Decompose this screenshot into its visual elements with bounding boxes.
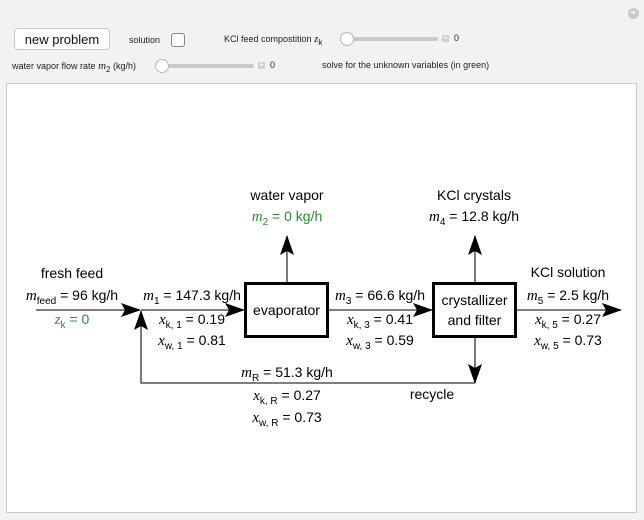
options-plus-icon[interactable]: +: [628, 8, 639, 19]
stream1-xw: xw, 1 = 0.81: [158, 332, 226, 352]
water-vapor-label-text: water vapor flow rate: [12, 61, 96, 71]
stream3-mass: m3 = 66.6 kg/h: [335, 287, 425, 307]
kcl-solution-xk: xk, 5 = 0.27: [535, 311, 601, 331]
sub: 4: [439, 216, 446, 228]
water-vapor-mass: m2 = 0 kg/h: [252, 208, 323, 228]
sym: m: [25, 288, 37, 304]
instruction-text: solve for the unknown variables (in gree…: [322, 60, 490, 70]
val: = 96 kg/h: [56, 287, 119, 303]
sym: z: [54, 312, 61, 328]
crystallizer-label-line2: and filter: [447, 312, 502, 328]
recycle-xk: xk, R = 0.27: [253, 387, 321, 407]
water-vapor-slider-track[interactable]: [161, 64, 254, 68]
sym: x: [534, 333, 541, 349]
val: = 0: [65, 311, 90, 327]
val: = 51.3 kg/h: [259, 364, 333, 380]
kcl-feed-label: KCl feed compostition zk: [224, 33, 322, 47]
val: = 12.8 kg/h: [445, 208, 519, 224]
water-vapor-unit: (kg/h): [112, 61, 136, 71]
recycle-mass: mR = 51.3 kg/h: [241, 364, 333, 384]
sub: feed: [36, 295, 57, 307]
solution-label: solution: [129, 35, 161, 45]
stream1-mass: m1 = 147.3 kg/h: [143, 287, 241, 307]
sub: k, 1: [165, 319, 182, 331]
recycle-xw: xw, R = 0.73: [252, 409, 321, 429]
water-vapor-plus-icon[interactable]: +: [258, 62, 265, 69]
sub: k: [60, 319, 66, 331]
sub: 3: [345, 295, 352, 307]
crystallizer-box: crystallizer and filter: [432, 282, 517, 338]
sub: w, 5: [540, 340, 559, 352]
val: = 0.41: [369, 311, 413, 327]
water-vapor-value: 0: [270, 60, 276, 70]
val: = 66.6 kg/h: [351, 287, 425, 303]
sym: m: [251, 209, 263, 225]
val: = 0 kg/h: [268, 208, 323, 224]
sym: x: [346, 333, 353, 349]
crystallizer-label: crystallizer and filter: [441, 290, 507, 330]
fresh-feed-title: fresh feed: [40, 265, 104, 281]
water-vapor-slider-thumb[interactable]: [155, 59, 169, 73]
kcl-feed-plus-icon[interactable]: +: [442, 35, 449, 42]
sym: m: [429, 209, 440, 225]
val: = 0.27: [557, 311, 601, 327]
water-vapor-symbol: m: [98, 60, 107, 72]
val: = 0.81: [182, 332, 226, 348]
solution-checkbox[interactable]: [171, 33, 185, 47]
evaporator-label: evaporator: [253, 302, 320, 318]
new-problem-button[interactable]: new problem: [14, 28, 110, 50]
kcl-solution-xw: xw, 5 = 0.73: [534, 332, 602, 352]
sym: m: [335, 288, 346, 304]
evaporator-box: evaporator: [244, 282, 329, 338]
val: = 0.59: [370, 332, 414, 348]
fresh-feed-mass: mfeed = 96 kg/h: [26, 287, 118, 307]
kcl-solution-title: KCl solution: [530, 264, 606, 280]
sym: x: [158, 333, 165, 349]
kcl-feed-sub: k: [318, 37, 323, 47]
val: = 0.19: [181, 311, 225, 327]
val: = 0.27: [277, 387, 321, 403]
sym: m: [241, 365, 253, 381]
sym: x: [252, 410, 260, 426]
val: = 0.73: [278, 409, 322, 425]
sym: m: [526, 288, 538, 304]
sub: 1: [153, 295, 160, 307]
kcl-feed-slider-track[interactable]: [346, 37, 438, 41]
kcl-crystals-title: KCl crystals: [437, 187, 511, 203]
fresh-feed-zk: zk = 0: [55, 311, 90, 331]
kcl-feed-value: 0: [454, 33, 460, 43]
water-vapor-label: water vapor flow rate m2 (kg/h): [12, 60, 136, 74]
sym: m: [143, 288, 154, 304]
recycle-title: recycle: [409, 386, 455, 402]
sub: R: [252, 372, 260, 384]
kcl-crystals-mass: m4 = 12.8 kg/h: [429, 208, 519, 228]
water-vapor-sub: 2: [106, 64, 111, 74]
stream1-xk: xk, 1 = 0.19: [159, 311, 225, 331]
sym: x: [159, 312, 166, 328]
kcl-feed-label-text: KCl feed compostition: [224, 34, 312, 44]
stream3-xw: xw, 3 = 0.59: [346, 332, 414, 352]
sub: k, 3: [353, 319, 370, 331]
val: = 0.73: [558, 332, 602, 348]
sym: x: [535, 312, 542, 328]
sub: 2: [262, 216, 269, 228]
sub: w, 1: [164, 340, 183, 352]
val: = 147.3 kg/h: [159, 287, 241, 303]
water-vapor-title: water vapor: [250, 187, 324, 203]
crystallizer-label-line1: crystallizer: [441, 292, 508, 308]
kcl-solution-mass: m5 = 2.5 kg/h: [527, 287, 609, 307]
sym: x: [253, 388, 260, 404]
kcl-feed-slider-thumb[interactable]: [340, 32, 354, 46]
sub: k, R: [259, 395, 278, 407]
stream3-xk: xk, 3 = 0.41: [347, 311, 413, 331]
sub: w, R: [259, 417, 279, 429]
val: = 2.5 kg/h: [543, 287, 610, 303]
kcl-feed-symbol: z: [314, 33, 319, 45]
sym: x: [347, 312, 354, 328]
sub: 5: [537, 295, 544, 307]
sub: w, 3: [352, 340, 371, 352]
sub: k, 5: [541, 319, 558, 331]
recycle-line: [134, 310, 475, 384]
